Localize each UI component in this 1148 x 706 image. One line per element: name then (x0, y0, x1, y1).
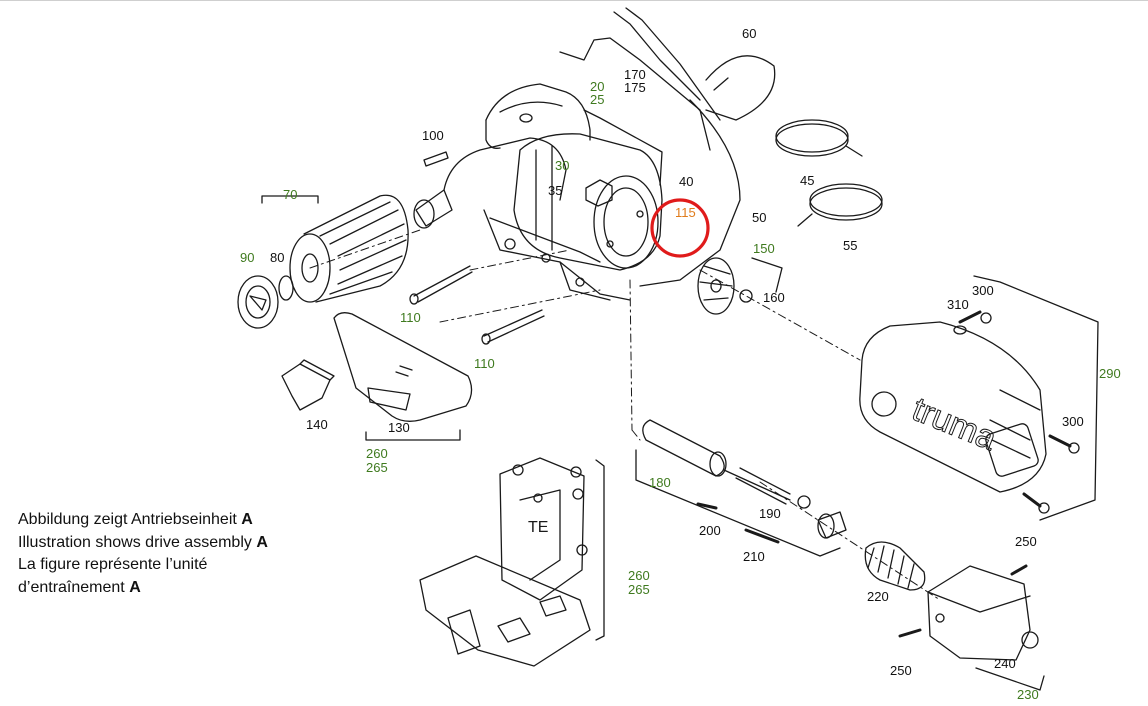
bracket-290 (973, 275, 1099, 521)
key-part-100 (423, 151, 449, 167)
cover-part-290 (859, 321, 1047, 493)
wire-harness-part-170 (559, 7, 741, 287)
label-300-a: 300 (972, 283, 994, 298)
washer-part-190 (797, 495, 811, 509)
label-210: 210 (743, 549, 765, 564)
caption-text: La figure représente l’unité (18, 556, 208, 573)
label-250-a: 250 (1015, 534, 1037, 549)
label-250-b: 250 (890, 663, 912, 678)
label-190: 190 (759, 506, 781, 521)
label-170: 170 (624, 67, 646, 82)
label-230: 230 (1017, 687, 1039, 702)
motor-label-text: TE (528, 519, 548, 536)
label-35: 35 (548, 183, 563, 198)
label-20: 20 (590, 79, 605, 94)
caption-letter: A (241, 511, 253, 528)
highlight-circle (650, 198, 710, 258)
label-260-b: 260 (628, 568, 650, 583)
label-110-b: 110 (474, 356, 495, 371)
roller-part-70 (289, 194, 409, 303)
label-90: 90 (240, 250, 255, 265)
caption-text: Illustration shows drive assembly (18, 533, 257, 551)
label-110-a: 110 (400, 310, 421, 325)
mounting-bracket-part-260 (419, 457, 591, 667)
bracket-70 (261, 195, 319, 204)
washer-part-310 (953, 325, 967, 335)
screw-part-300-c (1022, 492, 1050, 514)
bushing-part-190 (817, 511, 847, 539)
screw-part-250-b (898, 628, 922, 638)
bracket-180 (635, 449, 841, 557)
screw-part-300-a (958, 310, 992, 324)
label-25: 25 (590, 92, 605, 107)
label-80: 80 (270, 250, 285, 265)
caption-letter: A (129, 578, 141, 596)
ring-part-80 (278, 275, 294, 301)
label-30: 30 (555, 158, 570, 173)
label-40: 40 (679, 174, 694, 189)
caption-letter: A (256, 533, 268, 551)
caption-line-de: Abbildung zeigt Antriebseinheit A (18, 509, 268, 532)
screw-part-250-a (1010, 564, 1028, 576)
label-260-a: 260 (366, 446, 388, 461)
nut-part-160 (739, 289, 753, 303)
label-140: 140 (306, 417, 328, 432)
bracket-230 (975, 667, 1045, 691)
label-265-a: 265 (366, 460, 388, 475)
label-50: 50 (752, 210, 767, 225)
label-265-b: 265 (628, 582, 650, 597)
cable-part-55 (797, 183, 883, 227)
screw-part-210 (744, 528, 780, 544)
label-220: 220 (867, 589, 889, 604)
worm-gear-part-220 (864, 541, 926, 591)
label-55: 55 (843, 238, 858, 253)
label-300-b: 300 (1062, 414, 1084, 429)
caption-line-fr-1: La figure représente l’unité (18, 554, 268, 577)
caption-line-fr-2: d’entraînement A (18, 577, 268, 600)
label-100: 100 (422, 128, 444, 143)
screw-part-300-b (1048, 434, 1080, 454)
pin-part-110-a (409, 265, 473, 305)
bracket-150 (751, 257, 783, 293)
label-290: 290 (1099, 366, 1121, 381)
cable-part-45 (775, 119, 863, 157)
mounting-plate-part-130 (333, 312, 473, 422)
fan-wheel-part-150 (697, 257, 735, 315)
label-45: 45 (800, 173, 815, 188)
drive-assembly-caption: Abbildung zeigt Antriebseinheit A Illust… (18, 509, 268, 599)
label-150: 150 (753, 241, 775, 256)
brand-logo-text: truma (907, 390, 1002, 458)
bracket-260-top (365, 429, 461, 441)
shaft-part-180 (642, 419, 791, 505)
caption-text: Abbildung zeigt Antriebseinheit (18, 511, 242, 528)
pin-part-110-b (481, 309, 545, 345)
caption-text: d’entraînement (18, 578, 130, 596)
label-200: 200 (699, 523, 721, 538)
bracket-20 (583, 109, 663, 186)
cap-part-90 (237, 275, 279, 329)
label-310: 310 (947, 297, 969, 312)
gear-cover-part-230 (927, 565, 1039, 661)
screw-part-200 (696, 502, 718, 510)
motor-part-30 (513, 133, 663, 271)
bracket-260-bottom (595, 459, 605, 641)
clip-part-140 (281, 359, 335, 411)
caption-line-en: Illustration shows drive assembly A (18, 532, 268, 555)
label-240: 240 (994, 656, 1016, 671)
label-175: 175 (624, 80, 646, 95)
label-160: 160 (763, 290, 785, 305)
label-70: 70 (283, 187, 298, 202)
cable-tie-part-60 (705, 55, 776, 121)
label-130: 130 (388, 420, 410, 435)
label-115: 115 (675, 205, 696, 220)
label-60: 60 (742, 26, 757, 41)
label-180: 180 (649, 475, 671, 490)
